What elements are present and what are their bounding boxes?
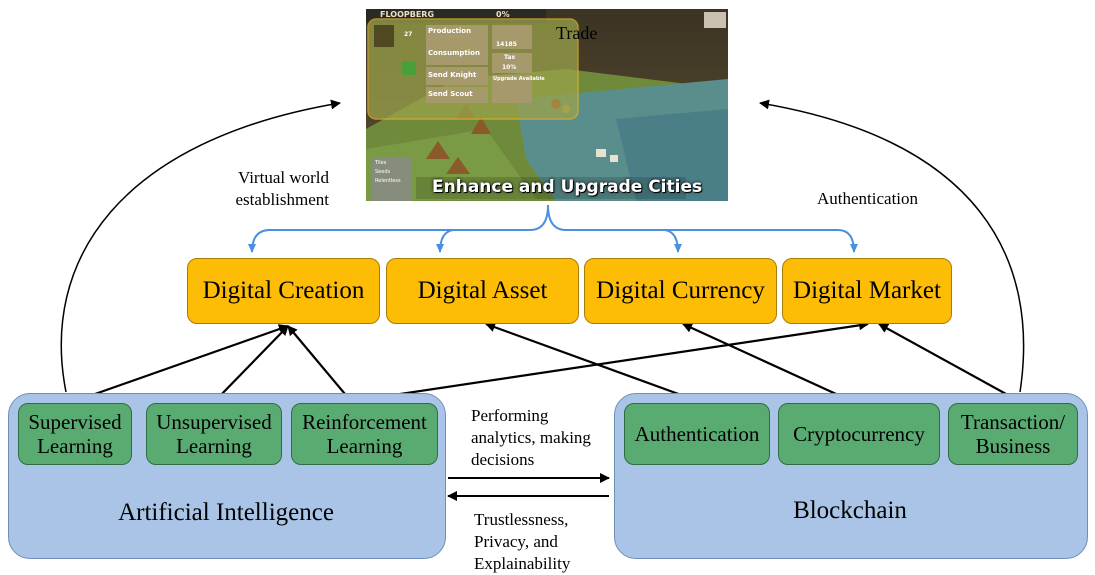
- digital-asset-label: Digital Asset: [417, 277, 548, 304]
- digital-market-box: Digital Market: [782, 258, 952, 324]
- tax-value: 10%: [502, 64, 517, 71]
- tax-label: Tax: [504, 54, 516, 61]
- upgrade-available-label: Upgrade Available: [493, 76, 545, 82]
- mini-panel-item[interactable]: Relentless: [375, 178, 401, 184]
- digital-currency-label: Digital Currency: [596, 277, 765, 304]
- supervised-learning-box: Supervised Learning: [18, 403, 132, 465]
- mini-panel-item[interactable]: Tiles: [375, 160, 387, 166]
- production-label: Production: [428, 27, 472, 35]
- game-scene: [366, 9, 728, 201]
- reinforcement-learning-box: Reinforcement Learning: [291, 403, 438, 465]
- unsupervised-learning-box: Unsupervised Learning: [146, 403, 282, 465]
- mini-panel-item[interactable]: Seeds: [375, 169, 391, 175]
- digital-asset-box: Digital Asset: [386, 258, 579, 324]
- arrow-crypto-to-currency: [682, 322, 859, 406]
- ai-title: Artificial Intelligence: [118, 499, 334, 526]
- digital-creation-label: Digital Creation: [202, 277, 365, 304]
- arrow-reinforcement-to-creation: [287, 325, 351, 401]
- cryptocurrency-box: Cryptocurrency: [778, 403, 940, 465]
- arrow-authentication-to-asset: [485, 322, 696, 402]
- town-name: FLOOPBERG: [380, 10, 435, 19]
- send-scout-button[interactable]: Send Scout: [428, 90, 473, 98]
- arrow-supervised-to-creation: [77, 324, 289, 402]
- arrow-blockchain-to-world: [759, 99, 1025, 393]
- transaction-business-box: Transaction/ Business: [948, 403, 1078, 465]
- arrow-ai-to-virtual-world: [60, 99, 341, 393]
- analytics-label: Performing analytics, making decisions: [471, 406, 591, 469]
- digital-creation-box: Digital Creation: [187, 258, 380, 324]
- arrow-reinforcement-to-market: [359, 320, 869, 402]
- authentication-box: Authentication: [624, 403, 770, 465]
- blue-brace: [248, 204, 858, 253]
- trade-label: Trade: [556, 23, 598, 43]
- stat-value-gold: 14185: [496, 41, 517, 48]
- consumption-label: Consumption: [428, 49, 480, 57]
- send-knight-button[interactable]: Send Knight: [428, 71, 477, 79]
- digital-market-label: Digital Market: [793, 277, 941, 304]
- blockchain-title: Blockchain: [793, 497, 907, 524]
- digital-currency-box: Digital Currency: [584, 258, 777, 324]
- trust-privacy-label: Trustlessness, Privacy, and Explainabili…: [474, 510, 571, 573]
- mini-panel: Tiles Seeds Relentless: [375, 159, 401, 186]
- game-screenshot: FLOOPBERG 0% 27 Production Consumption S…: [366, 9, 728, 201]
- virtual-world-label: Virtual world establishment: [235, 168, 329, 209]
- percent-readout: 0%: [496, 10, 510, 19]
- arrow-transaction-to-market: [878, 323, 1018, 401]
- arrow-unsupervised-to-creation: [215, 325, 289, 401]
- stat-value: 27: [404, 31, 413, 38]
- game-caption: Enhance and Upgrade Cities: [432, 177, 703, 197]
- authentication-edge-label: Authentication: [817, 189, 919, 208]
